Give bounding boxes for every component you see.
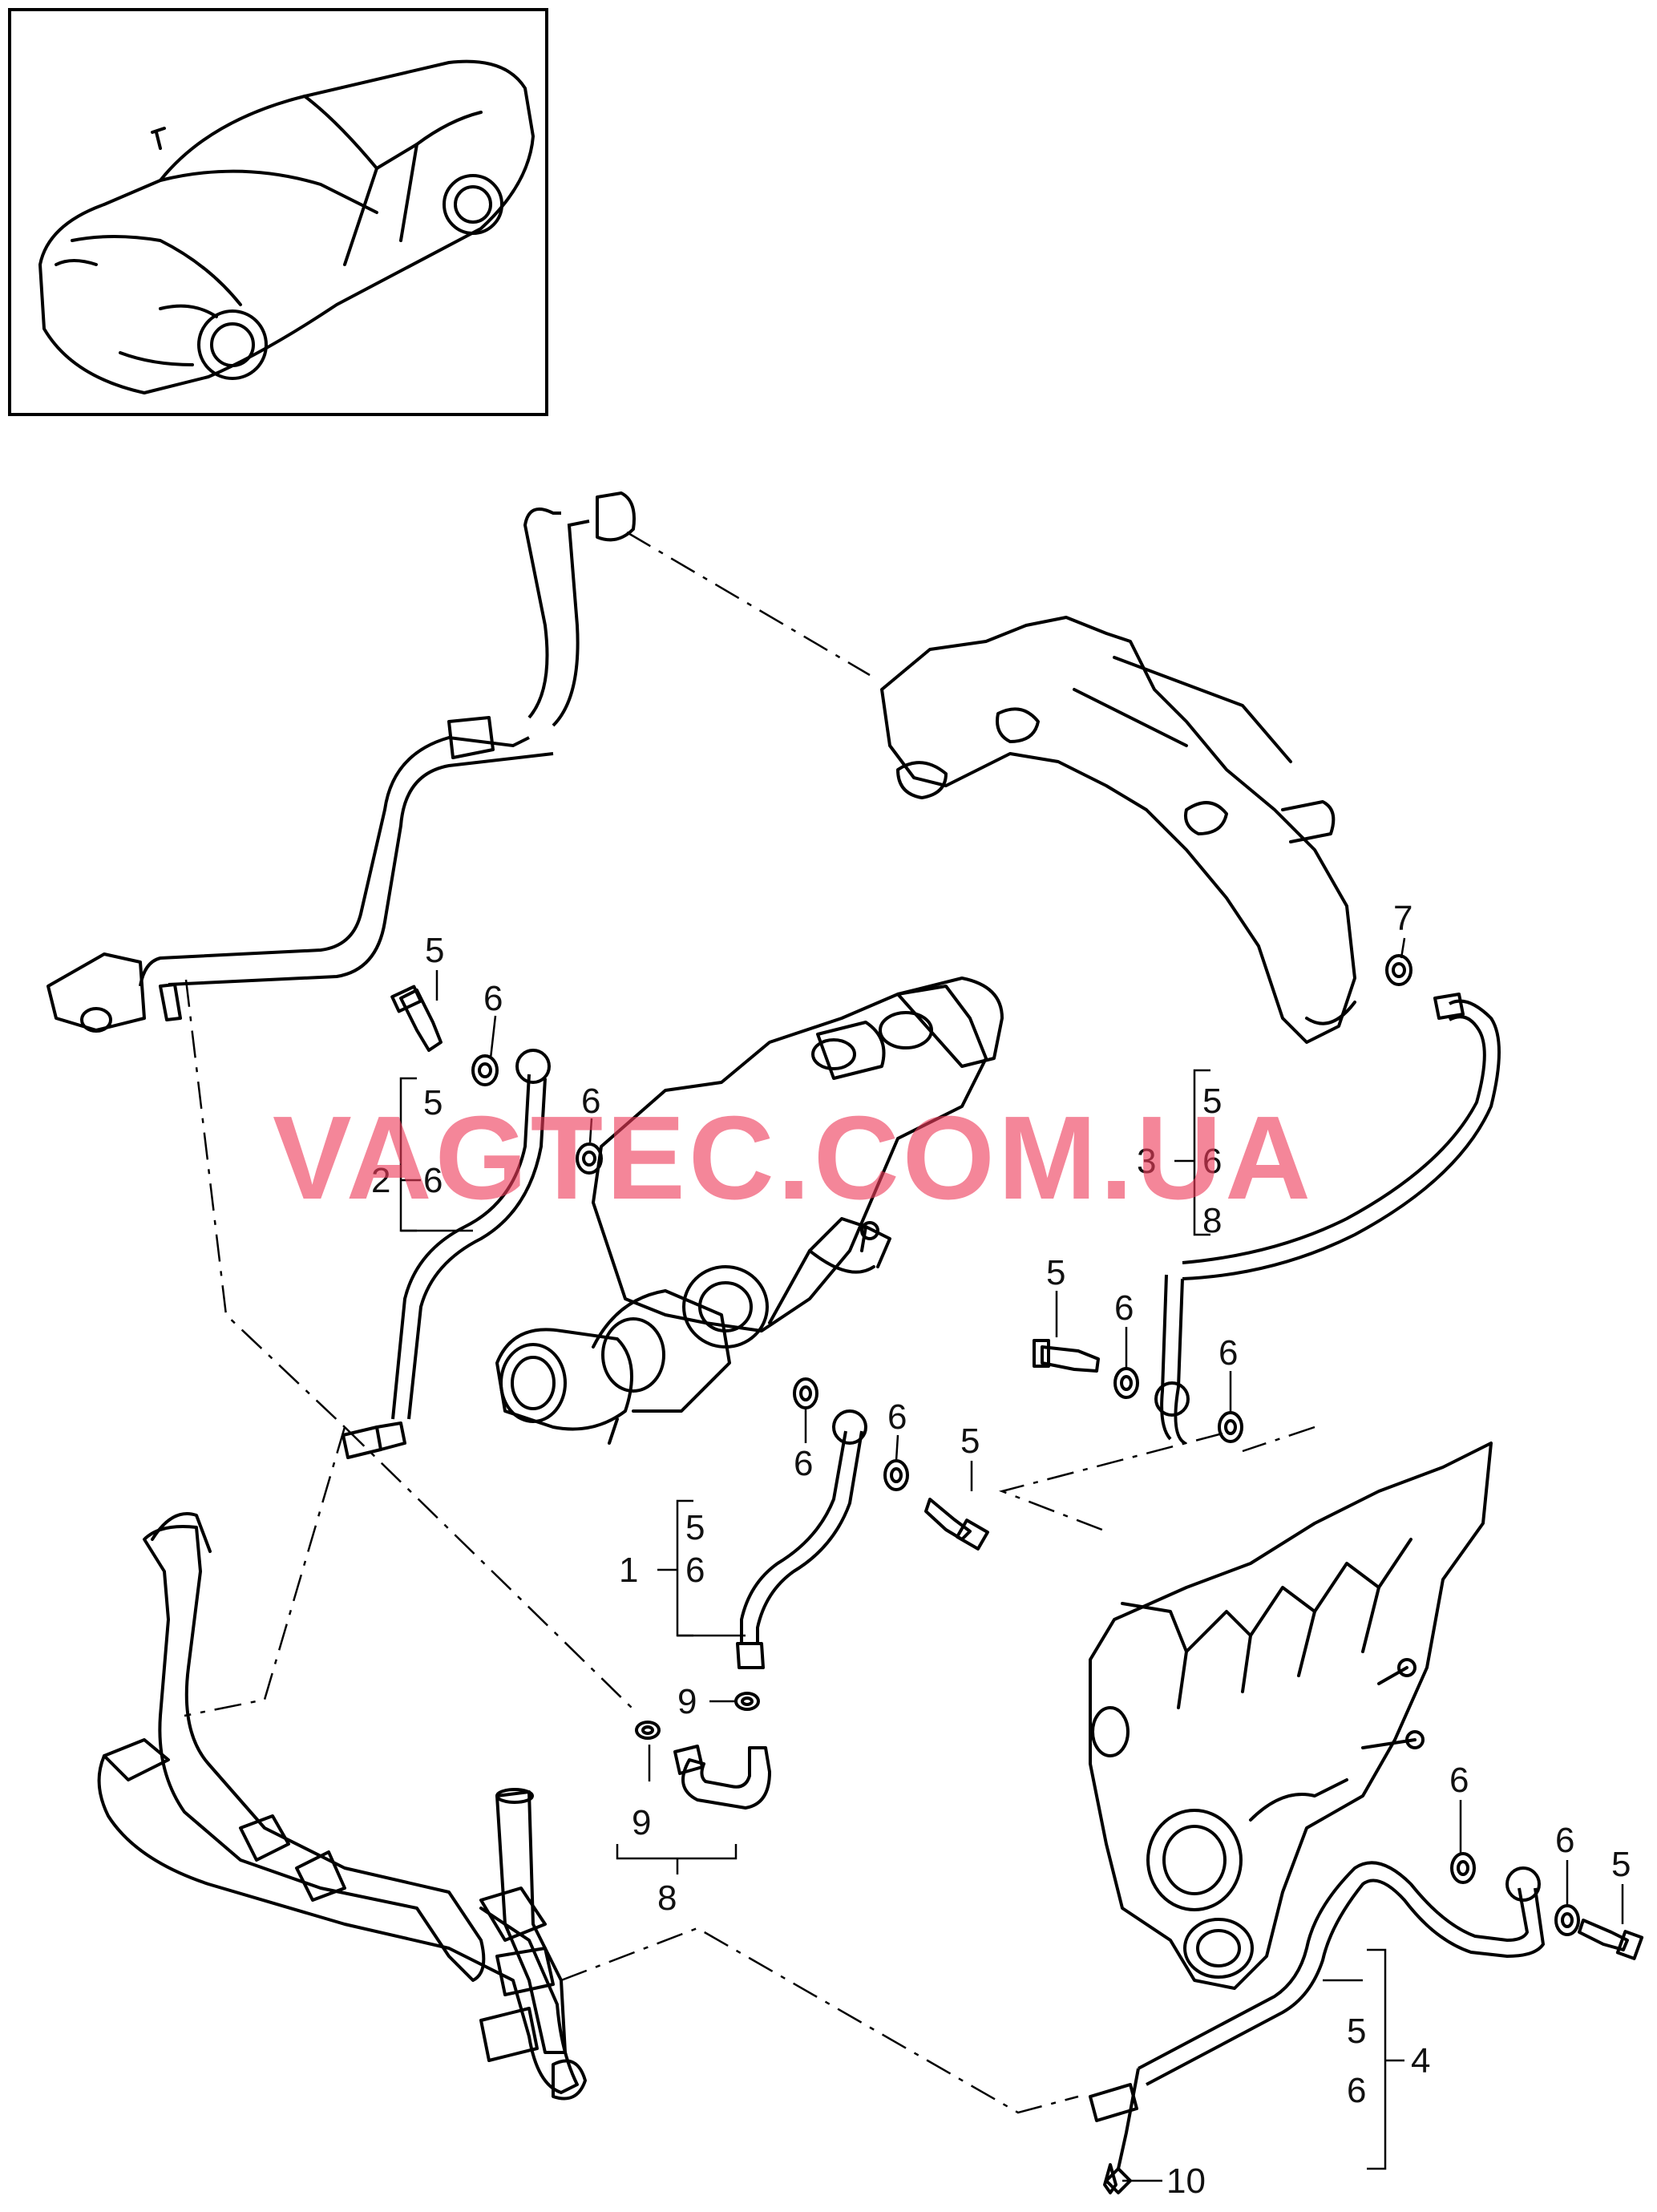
o-ring-icon — [734, 1692, 760, 1711]
washer-icon — [793, 1377, 818, 1409]
callout-5: 5 — [960, 1421, 980, 1461]
callout-6: 6 — [685, 1551, 705, 1590]
washer-icon — [1218, 1411, 1243, 1443]
bolt-icon — [1033, 1339, 1100, 1373]
callout-4: 4 — [1411, 2041, 1430, 2081]
callout-6: 6 — [1449, 1761, 1469, 1800]
callout-5: 5 — [425, 931, 444, 970]
washer-icon — [1113, 1367, 1139, 1399]
callout-6: 6 — [794, 1444, 813, 1483]
callout-2: 2 — [371, 1161, 390, 1200]
washer-icon — [1554, 1904, 1580, 1936]
o-ring-icon — [635, 1721, 661, 1740]
turbocharger-right — [1089, 1442, 1493, 1990]
callout-6: 6 — [887, 1397, 907, 1437]
callout-6: 6 — [423, 1161, 443, 1200]
watermark: VAGTEC.COM.UA — [273, 1092, 1315, 1224]
washer-icon — [1450, 1852, 1476, 1884]
callout-5: 5 — [1347, 2012, 1366, 2051]
callout-9: 9 — [632, 1803, 651, 1842]
callout-6: 6 — [1555, 1821, 1574, 1860]
car-outline-icon — [38, 59, 535, 394]
bolt-icon — [1103, 2163, 1117, 2194]
assembly-lines — [184, 531, 1315, 2114]
callout-10: 10 — [1166, 2161, 1206, 2201]
callout-9: 9 — [677, 1682, 697, 1721]
callout-5: 5 — [423, 1083, 443, 1122]
callout-5: 5 — [1046, 1253, 1065, 1292]
line-1 — [736, 1409, 867, 1669]
callout-8: 8 — [1202, 1201, 1222, 1240]
turbocharger-left — [495, 977, 1004, 1445]
callout-8: 8 — [657, 1878, 677, 1918]
washer-icon — [471, 1054, 499, 1086]
callout-5: 5 — [1611, 1845, 1631, 1884]
vehicle-inset — [8, 8, 548, 416]
callout-6: 6 — [581, 1082, 600, 1121]
washer-icon — [883, 1459, 909, 1491]
callout-6: 6 — [1202, 1142, 1222, 1181]
line-2 — [342, 1049, 551, 1459]
callout-3: 3 — [1137, 1142, 1156, 1181]
hose-8 — [673, 1745, 771, 1810]
bolt-icon — [924, 1498, 989, 1551]
callout-5: 5 — [1202, 1082, 1222, 1121]
bolt-icon — [1578, 1919, 1644, 1960]
callout-6: 6 — [1347, 2071, 1366, 2110]
coolant-distribution-pipe — [880, 616, 1356, 1044]
washer-icon — [1385, 954, 1412, 986]
callout-labels: 5 6 6 5 2 6 7 5 3 6 8 5 6 6 6 5 6 5 1 6 … — [371, 899, 1631, 2201]
callout-5: 5 — [685, 1508, 705, 1547]
bolt-icon — [390, 985, 443, 1052]
callout-7: 7 — [1393, 899, 1412, 938]
washer-icon — [576, 1142, 603, 1175]
coolant-pipe-upper — [46, 491, 636, 1033]
line-4 — [1089, 1861, 1546, 2194]
callout-6: 6 — [1219, 1333, 1238, 1373]
hose-assembly-lower — [97, 1512, 587, 2101]
callout-1: 1 — [619, 1551, 638, 1590]
fasteners — [390, 954, 1644, 2194]
callout-6: 6 — [1114, 1288, 1134, 1328]
callout-leaders — [399, 937, 1624, 2182]
line-3 — [1154, 993, 1501, 1445]
callout-6: 6 — [483, 979, 503, 1018]
